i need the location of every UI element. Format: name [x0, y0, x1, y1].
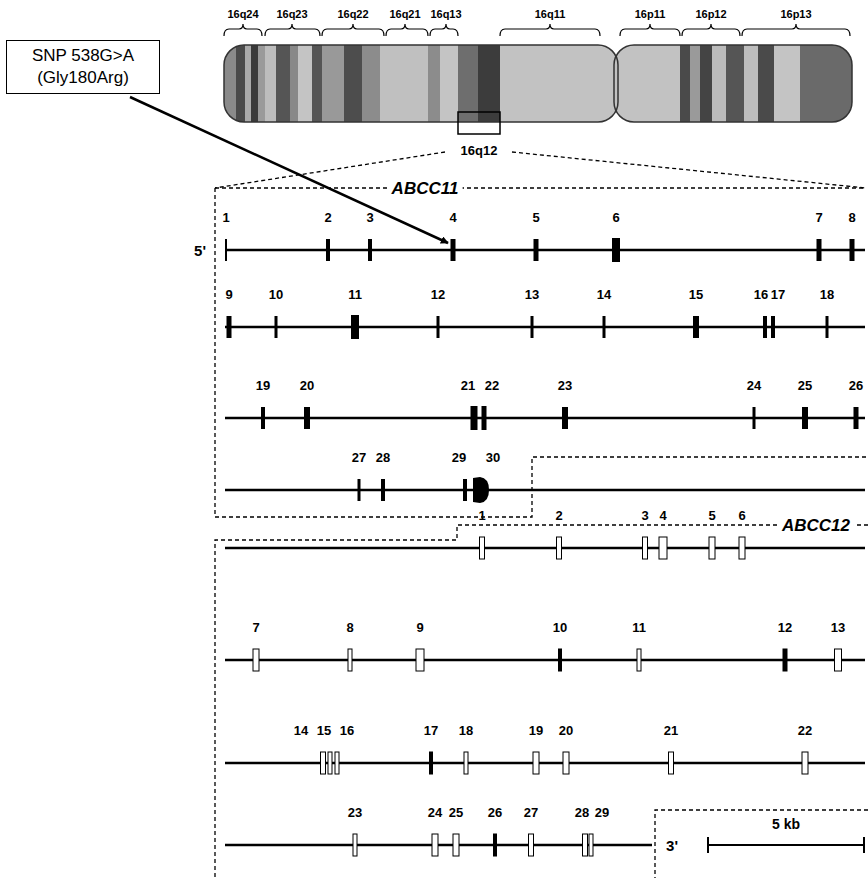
exon-number: 11	[348, 288, 362, 301]
exon-number: 19	[529, 724, 543, 737]
exon-number: 20	[300, 379, 314, 392]
band-label: 16q24	[227, 9, 258, 20]
exon-number: 24	[428, 806, 442, 819]
exon-number: 30	[486, 451, 500, 464]
exon-number: 1	[222, 211, 229, 224]
gene-name: ABCC11	[388, 180, 463, 197]
exon-number: 8	[346, 621, 353, 634]
exon-number: 27	[524, 806, 538, 819]
exon-number: 17	[424, 724, 438, 737]
exon-number: 21	[461, 379, 475, 392]
exon-number: 29	[595, 806, 609, 819]
band-label: 16q22	[337, 9, 368, 20]
abcc11-exons	[225, 238, 859, 503]
band-label: 16q23	[276, 9, 307, 20]
exon-number: 12	[431, 288, 445, 301]
exon-number: 16	[340, 724, 354, 737]
exon-number: 10	[553, 621, 567, 634]
band-label: 16p13	[780, 9, 811, 20]
exon-number: 12	[778, 621, 792, 634]
callout-arrow	[130, 97, 448, 243]
exon-number: 7	[815, 211, 822, 224]
exon-number: 26	[488, 806, 502, 819]
exon-number: 29	[452, 451, 466, 464]
exon-number: 13	[831, 621, 845, 634]
exon-number: 28	[376, 451, 390, 464]
band-label: 16q13	[430, 9, 461, 20]
exon-number: 14	[294, 724, 308, 737]
exon-number: 1	[478, 509, 485, 522]
region-box	[458, 112, 500, 134]
exon-number: 8	[848, 211, 855, 224]
exon-number: 4	[659, 509, 666, 522]
scale-bar	[708, 837, 864, 853]
exon-number: 22	[798, 724, 812, 737]
exon-number: 4	[449, 211, 456, 224]
exon-number: 5	[708, 509, 715, 522]
exon-number: 9	[416, 621, 423, 634]
zoom-lines	[215, 152, 868, 878]
callout-box: SNP 538G>A (Gly180Arg)	[6, 40, 160, 94]
band-brackets	[224, 24, 850, 36]
exon-number: 18	[820, 288, 834, 301]
chromosome-bands	[224, 45, 852, 122]
exon-number: 16	[754, 288, 768, 301]
exon-number: 5	[532, 211, 539, 224]
gene-lines	[225, 250, 865, 845]
region-label: 16q12	[458, 144, 501, 157]
exon-number: 6	[612, 211, 619, 224]
exon-number: 21	[664, 724, 678, 737]
exon-number: 25	[449, 806, 463, 819]
exon-number: 2	[555, 509, 562, 522]
exon-number: 15	[689, 288, 703, 301]
exon-number: 26	[849, 379, 863, 392]
band-label: 16p11	[635, 9, 666, 20]
callout-text: SNP 538G>A (Gly180Arg)	[32, 46, 134, 87]
exon-number: 19	[256, 379, 270, 392]
exon-number: 10	[269, 288, 283, 301]
exon-number: 18	[459, 724, 473, 737]
exon-number: 25	[798, 379, 812, 392]
band-label: 16q11	[535, 9, 566, 20]
exon-number: 13	[525, 288, 539, 301]
exon-number: 23	[558, 379, 572, 392]
exon-number: 6	[738, 509, 745, 522]
exon-number: 7	[252, 621, 259, 634]
exon-number: 22	[485, 379, 499, 392]
exon-number: 27	[352, 451, 366, 464]
band-label: 16p12	[695, 9, 726, 20]
scale-label: 5 kb	[772, 817, 800, 831]
exon-number: 11	[632, 621, 646, 634]
exon-number: 15	[317, 724, 331, 737]
strand-end: 3'	[666, 838, 678, 853]
exon-number: 23	[348, 806, 362, 819]
exon-number: 28	[575, 806, 589, 819]
gene-name: ABCC12	[778, 517, 854, 534]
chromosome-outline	[224, 45, 852, 122]
exon-number: 3	[366, 211, 373, 224]
exon-number: 9	[225, 288, 232, 301]
exon-number: 20	[559, 724, 573, 737]
exon-number: 14	[597, 288, 611, 301]
exon-number: 2	[324, 211, 331, 224]
exon-number: 3	[641, 509, 648, 522]
exon-number: 17	[771, 288, 785, 301]
band-label: 16q21	[389, 9, 420, 20]
exon-number: 24	[747, 379, 761, 392]
strand-end: 5'	[194, 243, 206, 258]
abcc12-exons	[253, 537, 842, 856]
